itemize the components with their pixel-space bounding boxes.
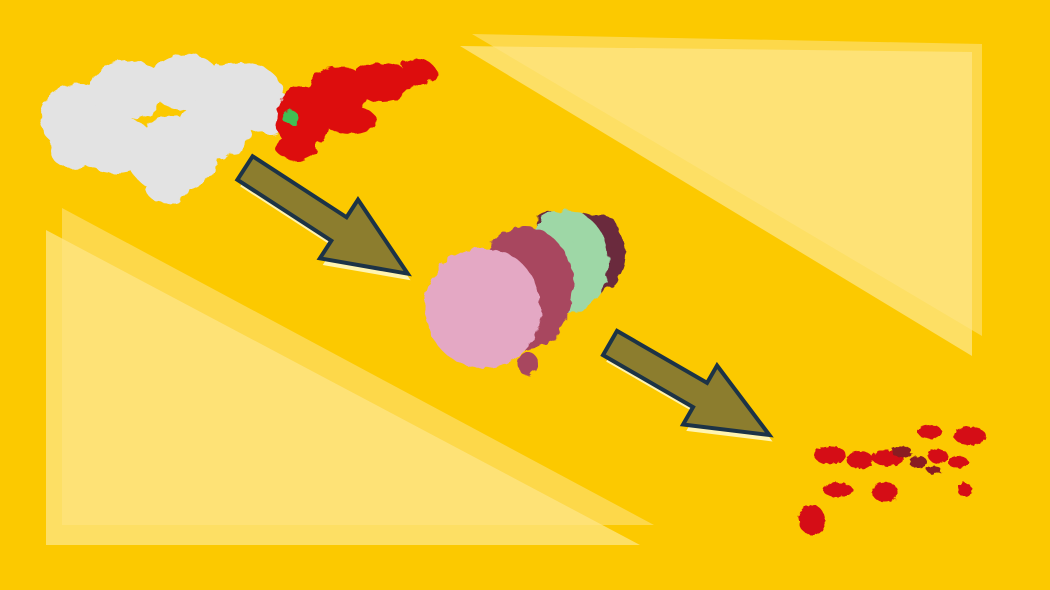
lower-left-panel: [46, 230, 640, 545]
arrow-to-fragments: [600, 328, 774, 442]
peptide-fragments-icon: [799, 425, 986, 535]
proteasome-icon: [425, 210, 626, 376]
upper-right-panel: [460, 46, 972, 356]
decorative-panels: [46, 34, 982, 545]
protein-complex-icon: [40, 54, 436, 204]
arrow-to-proteasome: [234, 153, 412, 281]
